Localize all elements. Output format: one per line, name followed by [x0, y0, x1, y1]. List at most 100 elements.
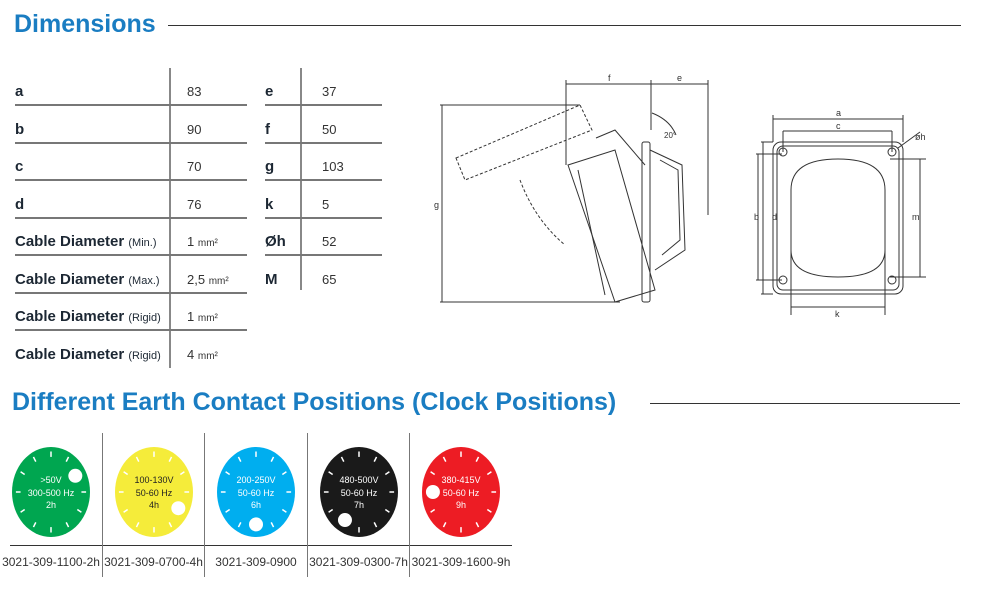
column-divider [101, 433, 103, 577]
value-number: 1 [187, 309, 195, 324]
label-qualifier: (Rigid) [128, 349, 161, 362]
hour-tick [122, 508, 128, 513]
technical-drawing: f e g 20° [434, 73, 926, 319]
hour-tick [486, 508, 492, 513]
dial-freq-text: 50-60 Hz [238, 488, 275, 498]
drawing-label-f: f [608, 73, 611, 83]
dial-voltage-text: 380-415V [441, 475, 480, 485]
column-divider [409, 433, 410, 577]
row-divider [15, 179, 247, 181]
dimension-value: 1 mm² [187, 234, 218, 249]
value-unit: mm² [197, 350, 218, 362]
hour-tick [225, 471, 231, 476]
value-number: 70 [187, 159, 202, 174]
row-divider [15, 254, 247, 256]
dial-clock-text: 2h [46, 500, 56, 510]
title-rule [650, 403, 960, 404]
hour-tick [430, 471, 436, 476]
part-number: 3021-309-1100-2h [2, 555, 100, 569]
dimension-label: M [265, 270, 278, 288]
dial-voltage-text: 200-250V [236, 475, 275, 485]
row-divider [10, 545, 512, 546]
clock-position-dial: 100-130V 50-60 Hz 4h [114, 447, 193, 537]
hour-tick [20, 508, 26, 513]
dimension-value: 70 [187, 159, 201, 174]
drawing-label-g: g [434, 200, 439, 210]
drawing-label-k: k [835, 309, 840, 319]
dimension-value: 65 [322, 271, 337, 287]
label-text: Cable Diameter [15, 233, 125, 250]
row-divider [15, 329, 247, 331]
hour-tick [340, 456, 344, 462]
drawing-label-a: a [836, 108, 841, 118]
dimension-value: 5 [322, 196, 330, 212]
dimension-value: 76 [187, 197, 201, 212]
dial-freq-text: 50-60 Hz [135, 488, 172, 498]
front-view-drawing [756, 115, 926, 315]
hour-tick [475, 456, 480, 462]
value-number: 2,5 [187, 271, 206, 287]
dial-clock-text: 6h [251, 500, 261, 510]
hour-tick [225, 508, 231, 513]
value-number: 90 [187, 121, 202, 137]
label-text: Cable Diameter [15, 308, 125, 325]
dimension-label: c [15, 158, 23, 175]
hour-tick [327, 508, 333, 513]
hour-tick [384, 508, 390, 513]
hour-tick [270, 456, 275, 462]
dimension-value: 1 mm² [187, 309, 218, 324]
dial-voltage-text: 100-130V [134, 475, 173, 485]
row-divider [265, 254, 382, 256]
earth-positions-title: Different Earth Contact Positions (Clock… [12, 388, 617, 416]
hour-tick [373, 456, 377, 462]
part-number: 3021-309-1600-9h [411, 555, 511, 569]
hour-tick [237, 522, 242, 528]
hour-tick [168, 522, 172, 528]
drawing-label-e: e [677, 73, 682, 83]
drawing-label-b: b [754, 212, 759, 222]
label-text: Cable Diameter [15, 345, 125, 363]
value-unit: mm² [197, 313, 218, 324]
hour-tick [32, 522, 37, 528]
dial-clock-text: 4h [148, 500, 158, 510]
dial-face [217, 447, 295, 537]
label-qualifier: (Max.) [128, 274, 160, 287]
dimension-value: 90 [187, 122, 201, 137]
row-divider [15, 104, 247, 106]
hour-tick [486, 471, 492, 476]
dial-freq-text: 300-500 Hz [28, 488, 75, 498]
dimension-label: Øh [265, 233, 286, 250]
value-number: 1 [187, 234, 195, 249]
drawing-label-d: d [772, 212, 777, 222]
hour-tick [442, 522, 447, 528]
dimension-label: g [265, 158, 275, 175]
drawing-label-m: m [912, 212, 920, 222]
row-divider [265, 104, 382, 106]
dimensions-title: Dimensions [14, 10, 156, 38]
hour-tick [373, 522, 377, 528]
part-number: 3021-309-0300-7h [309, 555, 408, 569]
dimension-value: 103 [322, 159, 344, 174]
hour-tick [76, 508, 82, 513]
dimension-value: 50 [322, 121, 337, 137]
value-unit: mm² [197, 238, 218, 249]
hour-tick [237, 456, 242, 462]
earth-contact-dot [425, 485, 440, 499]
hour-tick [327, 471, 333, 476]
label-qualifier: (Rigid) [128, 312, 161, 324]
earth-contact-dot [68, 468, 83, 483]
dimension-label: Cable Diameter (Rigid) [15, 308, 161, 325]
dimension-label: k [265, 195, 274, 213]
row-divider [15, 216, 247, 219]
label-text: b [15, 120, 25, 138]
earth-contact-dot [337, 513, 352, 528]
dimension-label: a [15, 83, 23, 100]
hour-tick [281, 508, 287, 513]
dimension-label: e [265, 83, 274, 100]
row-divider [265, 216, 382, 219]
hour-tick [135, 456, 139, 462]
value-unit: mm² [208, 275, 229, 287]
